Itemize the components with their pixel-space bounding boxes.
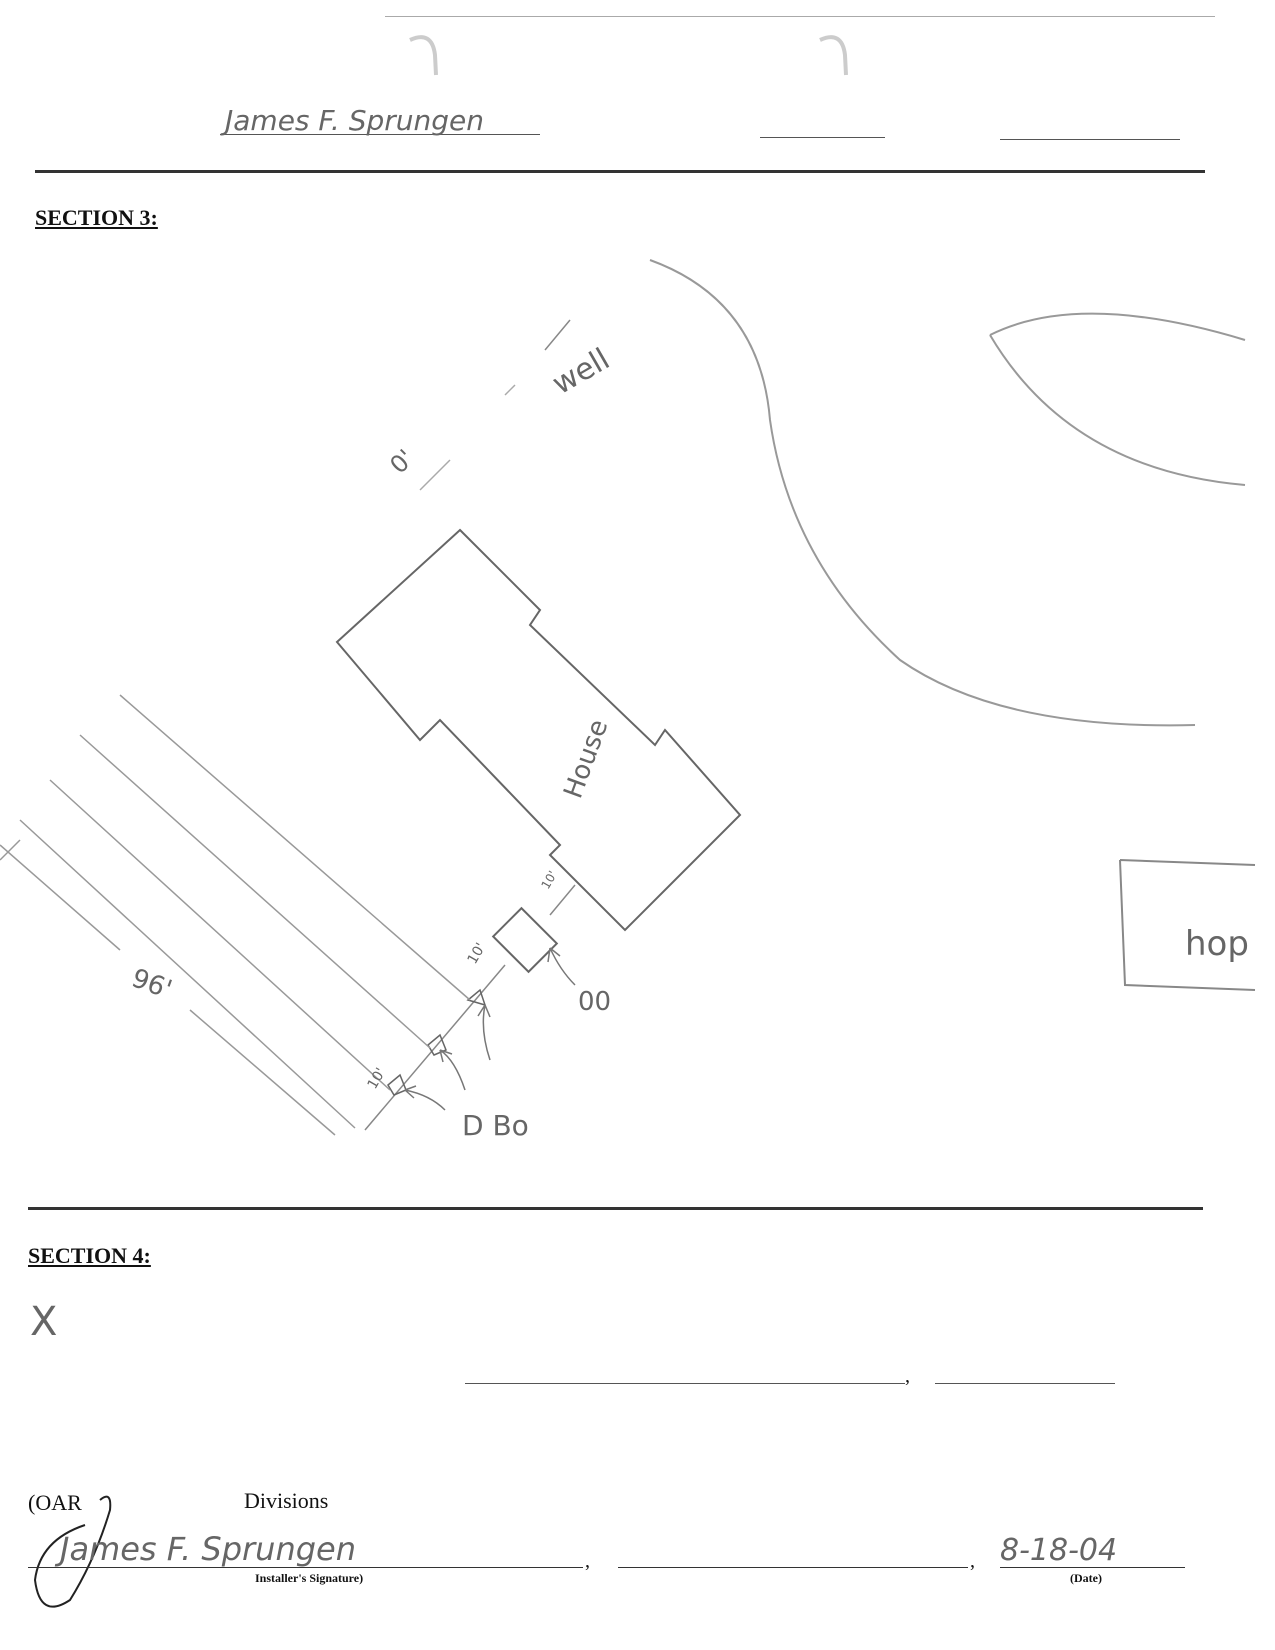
tank-label: 00 bbox=[578, 987, 611, 1017]
middle-blank-line bbox=[618, 1567, 968, 1568]
date-value: 8-18-04 bbox=[1000, 1533, 1117, 1568]
signature-loop bbox=[33, 1495, 112, 1608]
drain-line-3 bbox=[49, 779, 391, 1091]
section-divider bbox=[28, 1207, 1203, 1210]
top-edge-line bbox=[385, 16, 1215, 17]
divisions-text: Divisions bbox=[244, 1488, 329, 1513]
punch-mark-left bbox=[409, 35, 438, 76]
field-length: 96' bbox=[128, 963, 176, 1005]
segment-3: 10' bbox=[538, 868, 559, 891]
section-4-label: SECTION 4: bbox=[28, 1243, 151, 1268]
section-4-blank-line-2 bbox=[935, 1383, 1115, 1384]
house-label: House bbox=[558, 716, 614, 803]
dbox-2 bbox=[427, 1033, 447, 1056]
well-dash-2 bbox=[419, 459, 451, 491]
date-caption: (Date) bbox=[1070, 1571, 1102, 1585]
septic-tank bbox=[491, 906, 559, 974]
date-line bbox=[1000, 1567, 1185, 1568]
installer-signature-caption: Installer's Signature) bbox=[255, 1571, 364, 1585]
well-label: well bbox=[547, 342, 616, 402]
drain-line-1 bbox=[119, 694, 471, 1001]
dbox-1 bbox=[466, 988, 487, 1007]
header-blank-line-2 bbox=[1000, 139, 1180, 140]
well-distance: 0' bbox=[384, 444, 419, 479]
dbox-label: D Bo bbox=[462, 1109, 529, 1142]
well-line bbox=[544, 319, 571, 351]
drain-line-4 bbox=[19, 819, 356, 1129]
section-4-checkmark: X bbox=[30, 1299, 57, 1345]
punch-mark-right bbox=[819, 35, 848, 76]
header-blank-line-1 bbox=[760, 137, 885, 138]
drain-line-2 bbox=[79, 734, 431, 1049]
shop-outline bbox=[1119, 859, 1256, 991]
well-dash bbox=[504, 384, 516, 396]
drain-line-5 bbox=[0, 844, 121, 951]
dbox-arrow-3 bbox=[404, 1085, 446, 1111]
tank-arrow bbox=[547, 947, 576, 986]
header-divider bbox=[35, 170, 1205, 173]
tank-to-dbox-pipe bbox=[364, 964, 506, 1131]
installer-signature: James F. Sprungen bbox=[54, 1530, 356, 1568]
house-outline bbox=[335, 528, 742, 932]
section-3-label: SECTION 3: bbox=[35, 205, 158, 230]
footer-comma-2: , bbox=[970, 1550, 975, 1572]
footer-comma-1: , bbox=[585, 1550, 590, 1572]
oar-text: (OAR bbox=[28, 1490, 82, 1515]
shop-label: hop bbox=[1185, 924, 1249, 964]
segment-1: 10' bbox=[465, 940, 490, 967]
drain-line-6 bbox=[189, 1009, 336, 1136]
house-to-tank-pipe bbox=[549, 884, 576, 916]
signature-line bbox=[28, 1567, 583, 1568]
section-4-comma: , bbox=[905, 1365, 910, 1387]
drain-line-7 bbox=[0, 839, 21, 861]
pond-outline bbox=[989, 312, 1246, 486]
yard-curve bbox=[649, 259, 1196, 727]
dbox-arrow-2 bbox=[439, 1049, 466, 1091]
name-underline bbox=[220, 134, 540, 135]
section-4-blank-line-1 bbox=[465, 1383, 905, 1384]
dbox-arrow-1 bbox=[477, 1004, 491, 1061]
header-handwritten-name: James F. Sprungen bbox=[220, 104, 484, 137]
